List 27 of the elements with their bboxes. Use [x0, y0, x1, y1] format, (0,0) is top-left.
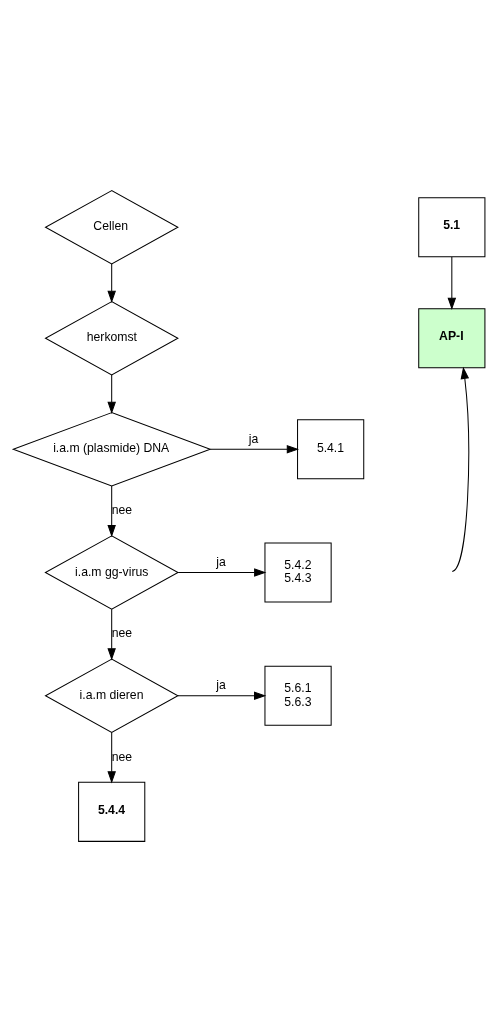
- node-box: 5.4.2 5.4.3: [263, 542, 332, 603]
- edge-label: ja: [215, 554, 226, 569]
- arrow: [106, 731, 116, 784]
- node-diamond: Cellen: [43, 189, 179, 265]
- node-box: 5.6.1 5.6.3: [263, 665, 332, 726]
- node-box: AP-I: [417, 307, 485, 368]
- arrow: [176, 690, 266, 700]
- arrow: [106, 374, 116, 414]
- node-diamond: i.a.m gg-virus: [43, 534, 179, 610]
- arrow: [447, 255, 456, 310]
- edge-label: nee: [111, 749, 132, 764]
- edge-label: ja: [248, 431, 258, 446]
- edge-label: ja: [215, 677, 226, 692]
- node-diamond: i.a.m dieren: [43, 658, 179, 733]
- arrow: [106, 263, 116, 303]
- node-diamond: herkomst: [43, 300, 179, 376]
- arrow: [209, 444, 299, 454]
- node-box: 5.1: [417, 196, 485, 257]
- node-diamond: i.a.m (plasmide) DNA: [11, 411, 212, 486]
- edge-label: nee: [111, 502, 132, 517]
- arrow: [177, 567, 266, 577]
- arrow: [106, 485, 116, 537]
- node-box: 5.4.1: [296, 418, 364, 479]
- arrow: [106, 608, 116, 660]
- edge-label: nee: [111, 625, 132, 640]
- arrow: [451, 366, 469, 572]
- node-box: 5.4.4: [77, 781, 145, 842]
